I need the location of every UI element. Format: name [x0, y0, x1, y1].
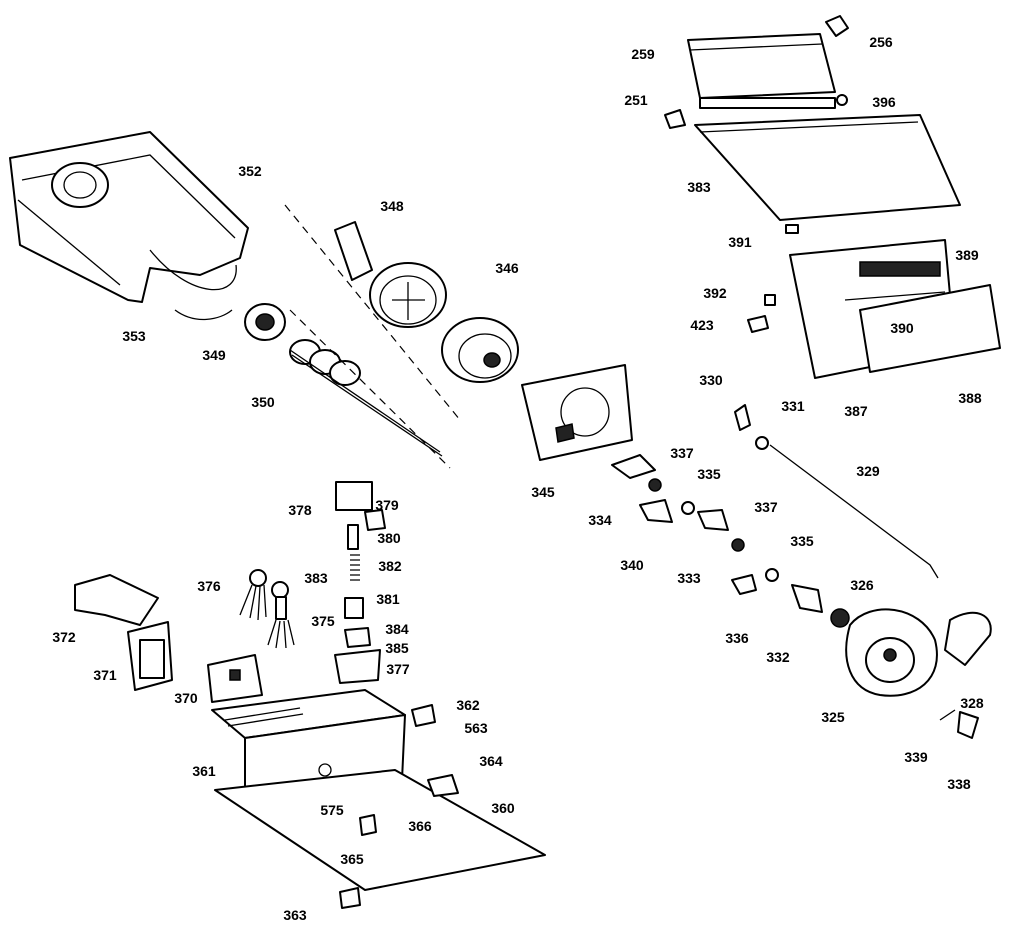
label-378: 378	[288, 502, 312, 518]
label-337-b: 337	[754, 499, 778, 515]
label-376: 376	[197, 578, 221, 594]
label-364: 364	[479, 753, 503, 769]
control-housing	[747, 239, 1001, 379]
label-362: 362	[456, 697, 480, 713]
label-350: 350	[251, 394, 275, 410]
label-259: 259	[631, 46, 655, 62]
label-384: 384	[385, 621, 409, 637]
label-575: 575	[320, 802, 344, 818]
label-382: 382	[378, 558, 402, 574]
drive-motor	[845, 608, 992, 739]
label-396: 396	[872, 94, 896, 110]
label-388: 388	[958, 390, 982, 406]
label-330: 330	[699, 372, 723, 388]
housings	[74, 574, 263, 703]
label-325: 325	[821, 709, 845, 725]
front-plate	[521, 364, 633, 461]
label-349: 349	[202, 347, 226, 363]
label-366: 366	[408, 818, 432, 834]
label-563: 563	[464, 720, 488, 736]
label-380: 380	[377, 530, 401, 546]
label-328: 328	[960, 695, 984, 711]
label-329: 329	[856, 463, 880, 479]
solenoid-stack	[334, 481, 386, 684]
label-332: 332	[766, 649, 790, 665]
label-345: 345	[531, 484, 555, 500]
label-389: 389	[955, 247, 979, 263]
label-333: 333	[677, 570, 701, 586]
label-331: 331	[781, 398, 805, 414]
ice-bucket	[9, 131, 249, 321]
label-256: 256	[869, 34, 893, 50]
label-365: 365	[340, 851, 364, 867]
label-392: 392	[703, 285, 727, 301]
label-336: 336	[725, 630, 749, 646]
label-334: 334	[588, 512, 612, 528]
label-390: 390	[890, 320, 914, 336]
label-337-a: 337	[670, 445, 694, 461]
label-360: 360	[491, 800, 515, 816]
label-338: 338	[947, 776, 971, 792]
label-348: 348	[380, 198, 404, 214]
label-363: 363	[283, 907, 307, 923]
label-335-a: 335	[697, 466, 721, 482]
label-346: 346	[495, 260, 519, 276]
mounting-bracket	[211, 689, 546, 909]
label-372: 372	[52, 629, 76, 645]
label-340: 340	[620, 557, 644, 573]
label-379: 379	[375, 497, 399, 513]
label-352: 352	[238, 163, 262, 179]
crusher-cups	[334, 221, 519, 383]
label-391: 391	[728, 234, 752, 250]
label-335-b: 335	[790, 533, 814, 549]
label-339: 339	[904, 749, 928, 765]
switches	[239, 569, 295, 649]
label-251: 251	[624, 92, 648, 108]
label-377: 377	[386, 661, 410, 677]
label-387: 387	[844, 403, 868, 419]
label-423: 423	[690, 317, 714, 333]
label-326: 326	[850, 577, 874, 593]
auger-assembly	[244, 303, 443, 457]
label-370: 370	[174, 690, 198, 706]
label-385: 385	[385, 640, 409, 656]
top-cover	[664, 15, 961, 234]
label-361: 361	[192, 763, 216, 779]
label-383: 383	[304, 570, 328, 586]
label-383-tray: 383	[687, 179, 711, 195]
label-353: 353	[122, 328, 146, 344]
linkage-parts	[611, 404, 939, 628]
label-381: 381	[376, 591, 400, 607]
label-371: 371	[93, 667, 117, 683]
label-375: 375	[311, 613, 335, 629]
